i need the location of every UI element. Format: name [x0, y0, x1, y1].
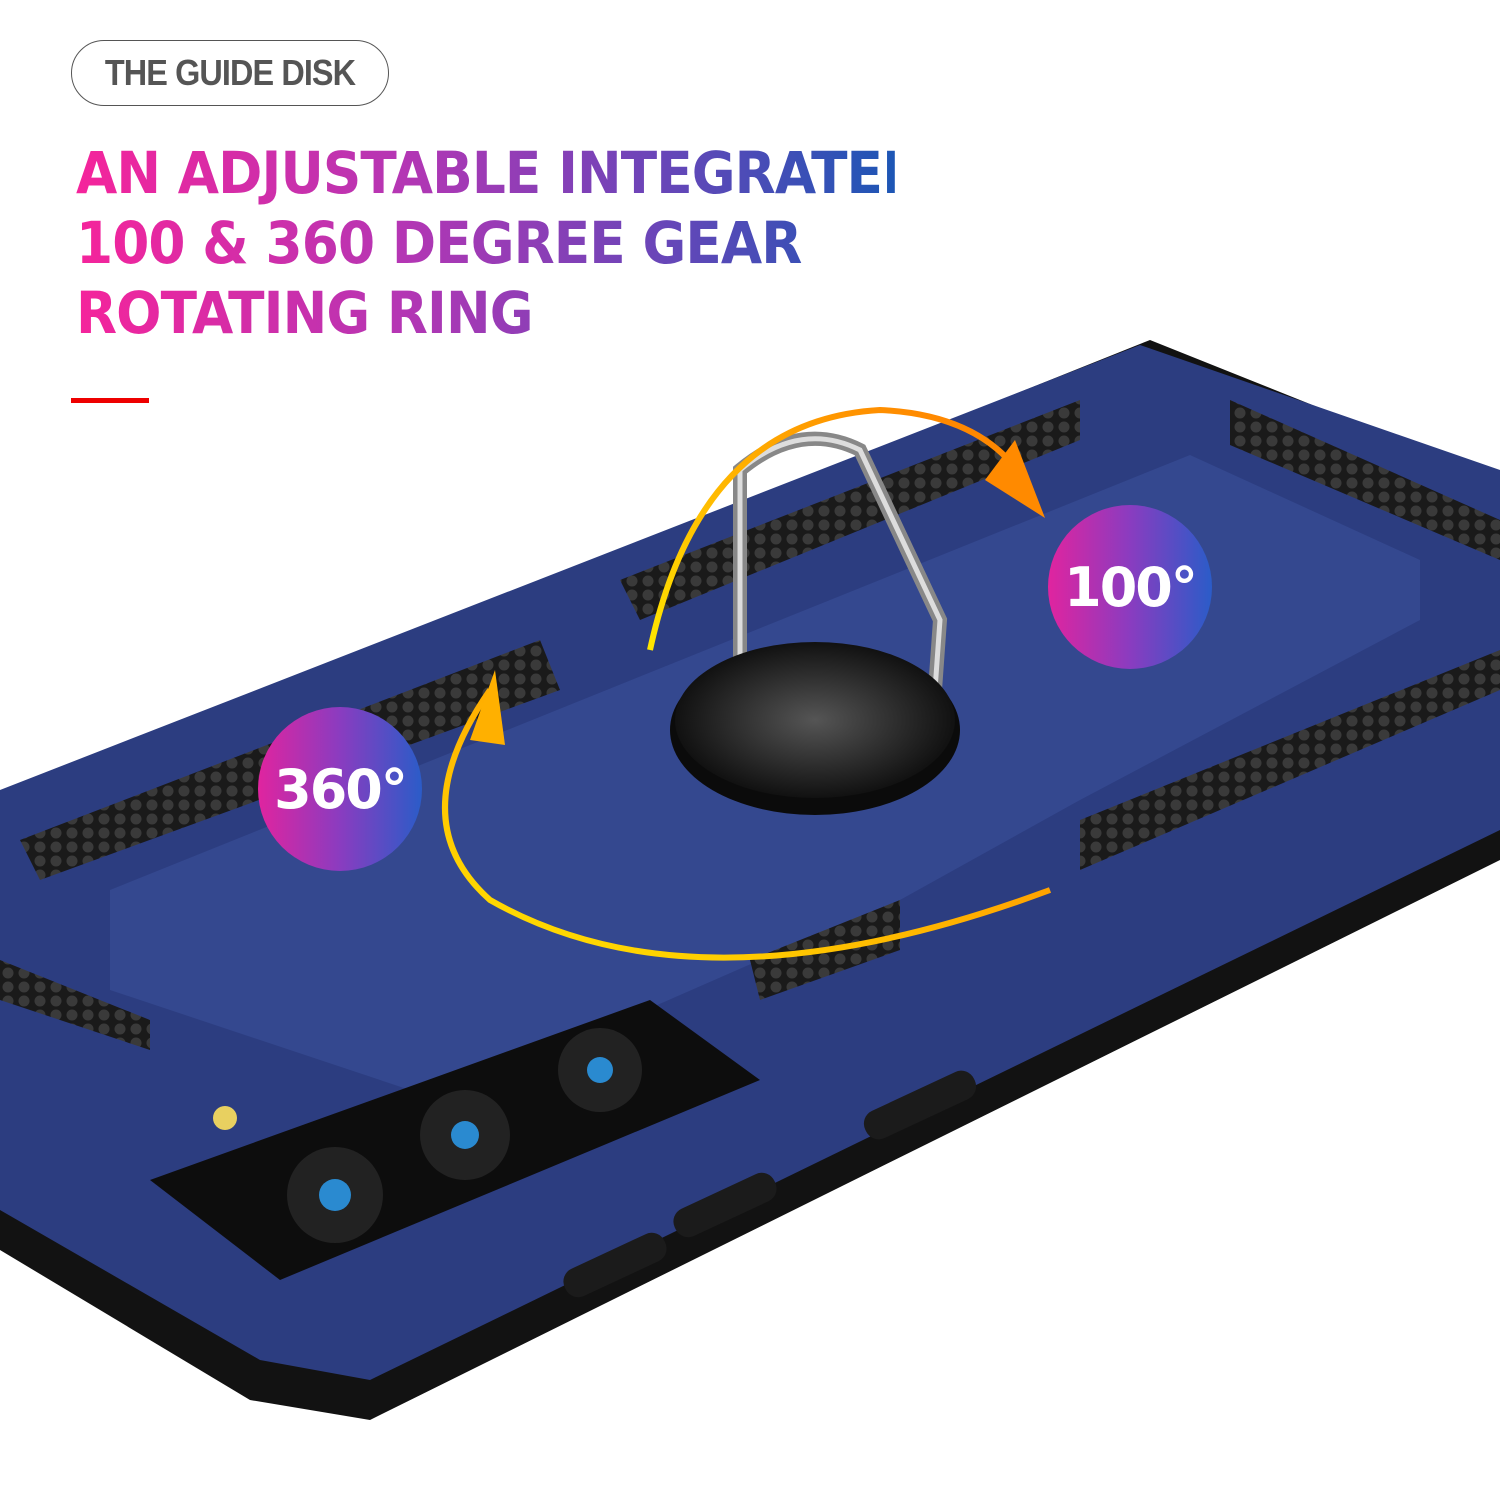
camera-module [150, 1000, 760, 1280]
ring-holder [670, 431, 960, 815]
badge-360: 360° [258, 707, 422, 871]
tag-pill: THE GUIDE DISK [71, 40, 389, 106]
tag-label: THE GUIDE DISK [104, 52, 356, 93]
phone-case-body [0, 340, 1500, 1420]
badge-100-label: 100° [1064, 555, 1198, 619]
rotation-arrows [442, 406, 1052, 961]
headline-line-1: AN ADJUSTABLE INTEGRATED [76, 139, 926, 207]
headline-line-2: 100 & 360 DEGREE GEAR [76, 208, 904, 278]
badge-360-label: 360° [274, 757, 408, 821]
badge-100: 100° [1048, 505, 1212, 669]
headline-line-3: ROTATING RING [76, 278, 904, 348]
headline: AN ADJUSTABLE INTEGRATED 100 & 360 DEGRE… [76, 138, 976, 348]
arrow-head-360-icon [470, 670, 505, 745]
arrow-head-100-icon [985, 440, 1045, 518]
side-buttons [563, 1070, 977, 1298]
accent-divider [71, 398, 149, 403]
